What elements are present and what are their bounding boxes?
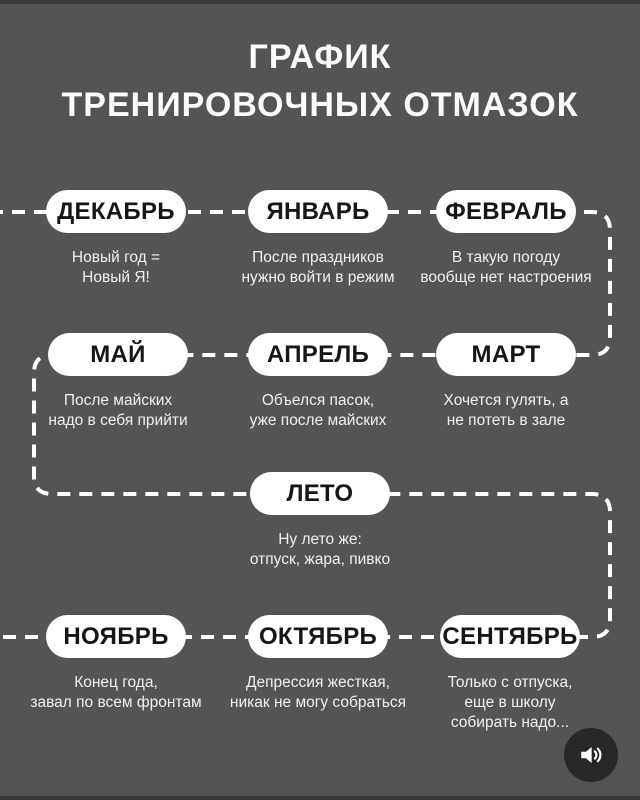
month-excuse: Новый год = Новый Я! bbox=[72, 248, 160, 288]
month-node-december: ДЕКАБРЬ Новый год = Новый Я! bbox=[6, 190, 226, 288]
excuse-line: Ну лето же: bbox=[278, 531, 362, 548]
speaker-loud-icon bbox=[581, 746, 602, 764]
excuse-line: еще в школу bbox=[464, 694, 556, 711]
month-node-april: АПРЕЛЬ Объелся пасок, уже после майских bbox=[208, 333, 428, 431]
month-pill: ДЕКАБРЬ bbox=[46, 190, 186, 233]
month-excuse: Ну лето же: отпуск, жара, пивко bbox=[250, 530, 390, 570]
excuse-line: После праздников bbox=[252, 249, 384, 266]
month-pill: АПРЕЛЬ bbox=[248, 333, 388, 376]
month-label: МАРТ bbox=[471, 340, 541, 368]
excuse-line: никак не могу собраться bbox=[229, 694, 407, 711]
excuse-line: После майских bbox=[63, 392, 173, 409]
excuse-line: собирать надо... bbox=[450, 714, 570, 731]
month-pill: СЕНТЯБРЬ bbox=[440, 615, 580, 658]
excuse-line: вообще нет настроения bbox=[420, 269, 592, 286]
month-pill: ФЕВРАЛЬ bbox=[436, 190, 576, 233]
month-excuse: В такую погоду вообще нет настроения bbox=[420, 248, 591, 288]
month-node-november: НОЯБРЬ Конец года, завал по всем фронтам bbox=[6, 615, 226, 713]
month-pill: ОКТЯБРЬ bbox=[248, 615, 388, 658]
month-pill: МАРТ bbox=[436, 333, 576, 376]
excuse-line: Хочется гулять, а bbox=[443, 392, 569, 409]
month-node-january: ЯНВАРЬ После праздников нужно войти в ре… bbox=[208, 190, 428, 288]
sound-toggle-button[interactable] bbox=[564, 728, 618, 782]
month-node-february: ФЕВРАЛЬ В такую погоду вообще нет настро… bbox=[396, 190, 616, 288]
excuse-line: Объелся пасок, bbox=[261, 392, 375, 409]
excuse-line: уже после майских bbox=[249, 412, 387, 429]
month-label: НОЯБРЬ bbox=[63, 622, 169, 650]
month-label: МАЙ bbox=[90, 340, 146, 368]
month-pill: ЯНВАРЬ bbox=[248, 190, 388, 233]
month-label: ОКТЯБРЬ bbox=[258, 622, 378, 650]
month-excuse: Только с отпуска, еще в школу собирать н… bbox=[448, 673, 573, 733]
excuse-line: Депрессия жесткая, bbox=[246, 674, 390, 691]
month-pill: ЛЕТО bbox=[250, 472, 390, 515]
bottom-edge-strip bbox=[0, 796, 640, 800]
excuse-line: не потеть в зале bbox=[446, 412, 566, 429]
dashed-route-line bbox=[0, 210, 612, 639]
excuse-line: Новый Я! bbox=[82, 269, 150, 286]
month-node-october: ОКТЯБРЬ Депрессия жесткая, никак не могу… bbox=[208, 615, 428, 713]
month-excuse: После праздников нужно войти в режим bbox=[241, 248, 394, 288]
month-node-summer: ЛЕТО Ну лето же: отпуск, жара, пивко bbox=[210, 472, 430, 570]
month-pill: НОЯБРЬ bbox=[46, 615, 186, 658]
top-edge-strip bbox=[0, 0, 640, 4]
month-label: АПРЕЛЬ bbox=[266, 340, 370, 368]
title-line-1: ГРАФИК bbox=[248, 38, 392, 76]
month-node-march: МАРТ Хочется гулять, а не потеть в зале bbox=[396, 333, 616, 431]
month-node-may: МАЙ После майских надо в себя прийти bbox=[8, 333, 228, 431]
month-label: ЯНВАРЬ bbox=[266, 197, 370, 225]
month-excuse: Хочется гулять, а не потеть в зале bbox=[444, 391, 569, 431]
month-label: ЛЕТО bbox=[286, 479, 354, 507]
excuse-line: Только с отпуска, bbox=[447, 674, 573, 691]
month-excuse: Конец года, завал по всем фронтам bbox=[30, 673, 201, 713]
month-label: ФЕВРАЛЬ bbox=[445, 197, 567, 225]
excuse-line: завал по всем фронтам bbox=[30, 694, 202, 711]
month-pill: МАЙ bbox=[48, 333, 188, 376]
page-title: ГРАФИК ТРЕНИРОВОЧНЫХ ОТМАЗОК bbox=[0, 33, 640, 129]
month-excuse: Объелся пасок, уже после майских bbox=[250, 391, 387, 431]
excuse-line: нужно войти в режим bbox=[241, 269, 395, 286]
month-node-september: СЕНТЯБРЬ Только с отпуска, еще в школу с… bbox=[400, 615, 620, 733]
month-excuse: После майских надо в себя прийти bbox=[48, 391, 187, 431]
excuse-line: В такую погоду bbox=[451, 249, 561, 266]
excuse-line: отпуск, жара, пивко bbox=[249, 551, 391, 568]
excuse-line: Новый год = bbox=[71, 249, 161, 266]
excuse-line: надо в себя прийти bbox=[48, 412, 188, 429]
month-excuse: Депрессия жесткая, никак не могу собрать… bbox=[230, 673, 406, 713]
month-label: СЕНТЯБРЬ bbox=[442, 622, 578, 650]
month-label: ДЕКАБРЬ bbox=[57, 197, 175, 225]
title-line-2: ТРЕНИРОВОЧНЫХ ОТМАЗОК bbox=[61, 86, 579, 124]
excuse-line: Конец года, bbox=[74, 674, 158, 691]
